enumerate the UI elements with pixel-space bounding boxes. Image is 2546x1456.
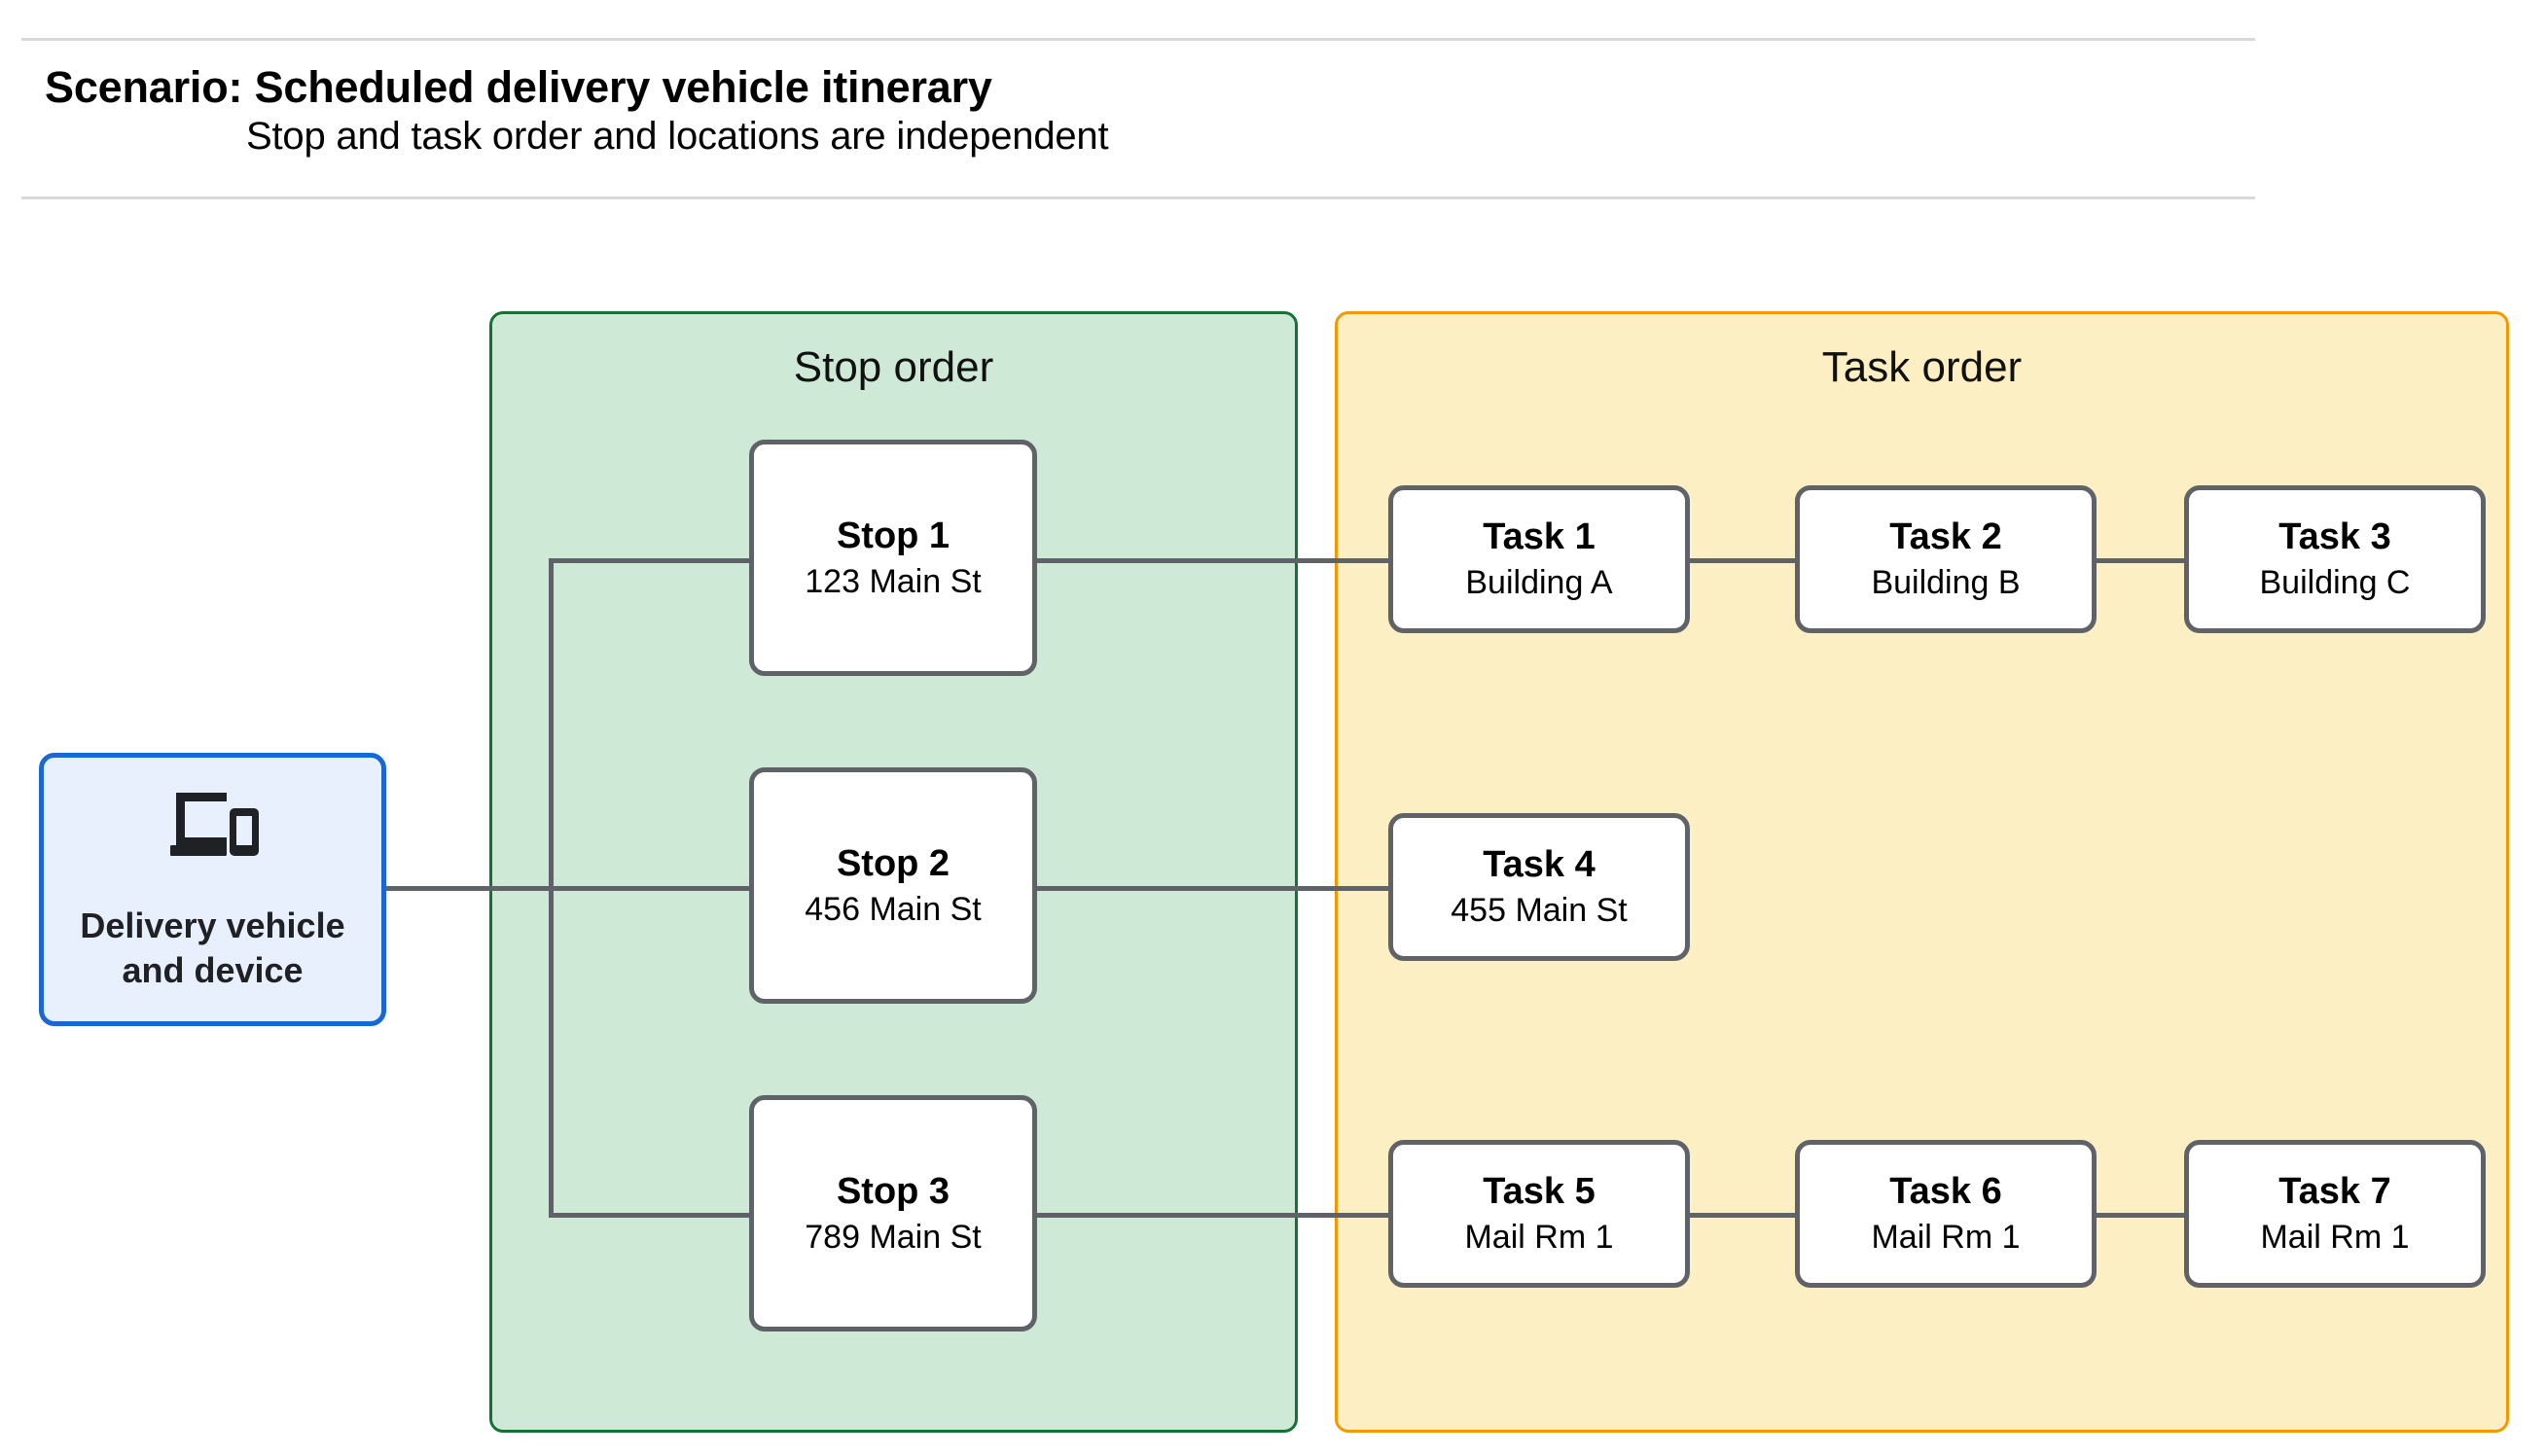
task-node-3-location: Building C: [2259, 564, 2411, 602]
connector-stop-1-to-task-1: [1031, 558, 1393, 563]
task-node-5[interactable]: Task 5 Mail Rm 1: [1388, 1140, 1690, 1288]
devices-icon: [169, 793, 259, 857]
stop-order-heading: Stop order: [793, 343, 994, 391]
task-node-5-location: Mail Rm 1: [1464, 1219, 1614, 1257]
connector-task-1-to-task-2: [1683, 558, 1800, 563]
page-subtitle: Stop and task order and locations are in…: [246, 115, 1109, 158]
task-node-2-title: Task 2: [1889, 516, 2002, 558]
delivery-vehicle-label-line-1: Delivery vehicle: [80, 906, 345, 946]
stop-node-1[interactable]: Stop 1 123 Main St: [749, 440, 1037, 676]
task-node-4-location: 455 Main St: [1451, 892, 1628, 930]
header-divider-bottom: [21, 196, 2255, 199]
header-divider-top: [21, 38, 2255, 41]
task-node-1-location: Building A: [1465, 564, 1613, 602]
stop-node-3-location: 789 Main St: [805, 1218, 982, 1256]
task-node-6[interactable]: Task 6 Mail Rm 1: [1795, 1140, 2097, 1288]
task-node-6-title: Task 6: [1889, 1171, 2002, 1213]
task-node-4-title: Task 4: [1483, 844, 1596, 886]
connector-bus-to-stop-2: [549, 886, 755, 891]
page-title: Scenario: Scheduled delivery vehicle iti…: [45, 62, 992, 112]
task-node-3[interactable]: Task 3 Building C: [2184, 485, 2486, 633]
task-node-2-location: Building B: [1871, 564, 2021, 602]
stop-node-2-location: 456 Main St: [805, 890, 982, 928]
task-node-7-title: Task 7: [2278, 1171, 2391, 1213]
connector-stop-3-to-task-5: [1031, 1213, 1393, 1218]
task-node-7-location: Mail Rm 1: [2260, 1219, 2410, 1257]
stop-node-2[interactable]: Stop 2 456 Main St: [749, 767, 1037, 1004]
task-node-2[interactable]: Task 2 Building B: [1795, 485, 2097, 633]
stop-node-3[interactable]: Stop 3 789 Main St: [749, 1095, 1037, 1332]
task-node-4[interactable]: Task 4 455 Main St: [1388, 813, 1690, 961]
stop-node-2-title: Stop 2: [836, 842, 950, 884]
task-node-5-title: Task 5: [1483, 1171, 1596, 1213]
connector-stop-2-to-task-4: [1031, 886, 1393, 891]
task-node-7[interactable]: Task 7 Mail Rm 1: [2184, 1140, 2486, 1288]
task-node-1[interactable]: Task 1 Building A: [1388, 485, 1690, 633]
stop-node-1-location: 123 Main St: [805, 562, 982, 600]
connector-task-2-to-task-3: [2092, 558, 2189, 563]
task-node-6-location: Mail Rm 1: [1871, 1219, 2021, 1257]
task-node-1-title: Task 1: [1483, 516, 1596, 558]
connector-task-6-to-task-7: [2092, 1213, 2189, 1218]
connector-task-5-to-task-6: [1683, 1213, 1800, 1218]
task-node-3-title: Task 3: [2278, 516, 2391, 558]
stop-node-3-title: Stop 3: [836, 1170, 950, 1212]
connector-vehicle-to-bus: [386, 886, 554, 891]
connector-bus-to-stop-1: [549, 558, 755, 563]
delivery-vehicle-label-line-2: and device: [122, 949, 304, 990]
connector-bus-to-stop-3: [549, 1213, 755, 1218]
delivery-vehicle-label: Delivery vehicle and device: [80, 904, 344, 992]
stop-node-1-title: Stop 1: [836, 515, 950, 556]
delivery-vehicle-card[interactable]: Delivery vehicle and device: [39, 753, 386, 1026]
task-order-heading: Task order: [1821, 343, 2023, 391]
